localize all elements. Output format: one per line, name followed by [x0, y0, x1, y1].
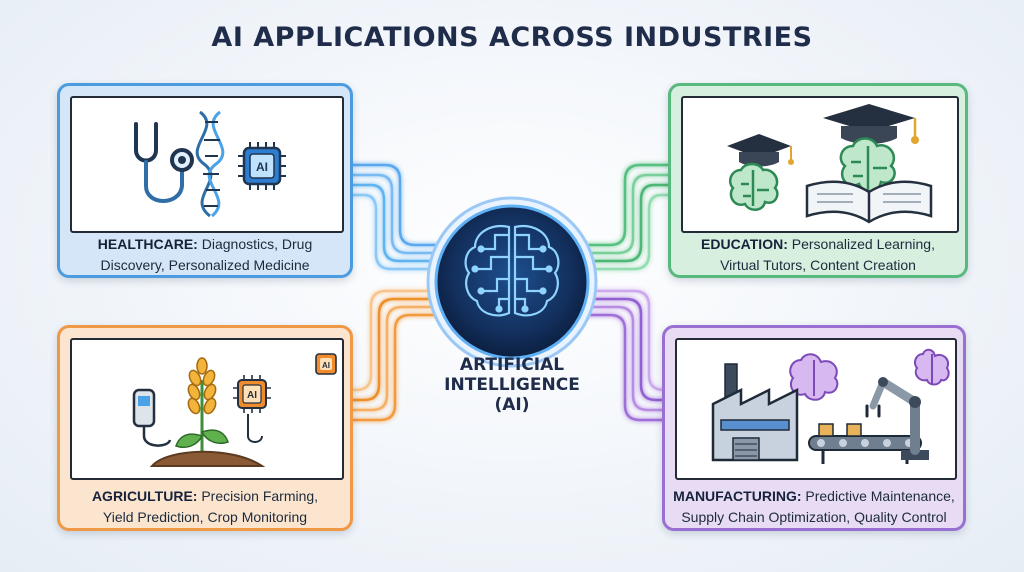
hub-label-line3: (AI) [494, 395, 530, 415]
education-line2: Virtual Tutors, Content Creation [720, 257, 916, 273]
brain-icon [839, 137, 896, 193]
wheat-plant-icon [175, 357, 229, 458]
soil-mound [149, 450, 266, 467]
svg-text:AI: AI [322, 361, 330, 370]
healthcare-line2: Discovery, Personalized Medicine [100, 257, 310, 273]
education-connector [585, 163, 672, 271]
agriculture-illustration: AI AI [70, 338, 344, 480]
brain-icon [914, 348, 950, 386]
healthcare-illustration: AI [70, 96, 344, 233]
svg-text:AI: AI [256, 160, 268, 174]
graduation-cap-icon [823, 104, 919, 144]
manufacturing-connector [585, 289, 666, 422]
agriculture-caption: AGRICULTURE: Precision Farming, Yield Pr… [60, 486, 350, 528]
graduation-cap-icon [727, 134, 794, 167]
agriculture-connector [350, 289, 440, 422]
education-illustration [681, 96, 959, 233]
healthcare-connector [350, 163, 440, 271]
robotic-arm-icon [865, 377, 929, 460]
agriculture-line1: Precision Farming, [201, 488, 319, 504]
manufacturing-heading: MANUFACTURING: [673, 488, 802, 504]
healthcare-card: AI HEALTHCARE: Diagnostics, Drug Discove… [57, 83, 353, 278]
manufacturing-caption: MANUFACTURING: Predictive Maintenance, S… [665, 486, 963, 528]
healthcare-heading: HEALTHCARE: [97, 236, 198, 252]
agriculture-heading: AGRICULTURE: [91, 488, 198, 504]
manufacturing-illustration [675, 338, 957, 480]
agriculture-line2: Yield Prediction, Crop Monitoring [102, 509, 308, 525]
healthcare-line1: Diagnostics, Drug [201, 236, 313, 252]
manufacturing-line1: Predictive Maintenance, [805, 488, 955, 504]
ai-hub [426, 196, 598, 368]
hub-label-line1: ARTIFICIAL [459, 355, 565, 375]
education-line1: Personalized Learning, [791, 236, 935, 252]
conveyor-belt-icon [808, 423, 922, 464]
ai-chip-icon: AI [238, 142, 286, 190]
ai-chip-icon: AI [233, 375, 271, 443]
education-caption: EDUCATION: Personalized Learning, Virtua… [671, 234, 965, 276]
factory-icon [711, 363, 799, 462]
svg-text:AI: AI [247, 390, 257, 401]
stethoscope-icon [134, 122, 194, 203]
healthcare-caption: HEALTHCARE: Diagnostics, Drug Discovery,… [60, 234, 350, 276]
manufacturing-line2: Supply Chain Optimization, Quality Contr… [681, 509, 947, 525]
education-card: EDUCATION: Personalized Learning, Virtua… [668, 83, 968, 278]
soil-sensor-icon [132, 388, 172, 447]
manufacturing-card: MANUFACTURING: Predictive Maintenance, S… [662, 325, 966, 531]
ai-chip-icon: AI [315, 353, 337, 375]
hub-label-line2: INTELLIGENCE [444, 375, 580, 395]
brain-icon [789, 353, 839, 401]
hub-label: ARTIFICIAL INTELLIGENCE (AI) [420, 355, 604, 415]
education-heading: EDUCATION: [701, 236, 788, 252]
circuit-brain-icon [464, 225, 560, 317]
open-book-icon [805, 180, 933, 224]
page-title: AI APPLICATIONS ACROSS INDUSTRIES [211, 22, 813, 53]
agriculture-card: AI AI AGRICULTURE: Precision Farming, Yi… [57, 325, 353, 531]
brain-icon [729, 162, 779, 211]
dna-helix-icon [195, 110, 225, 218]
